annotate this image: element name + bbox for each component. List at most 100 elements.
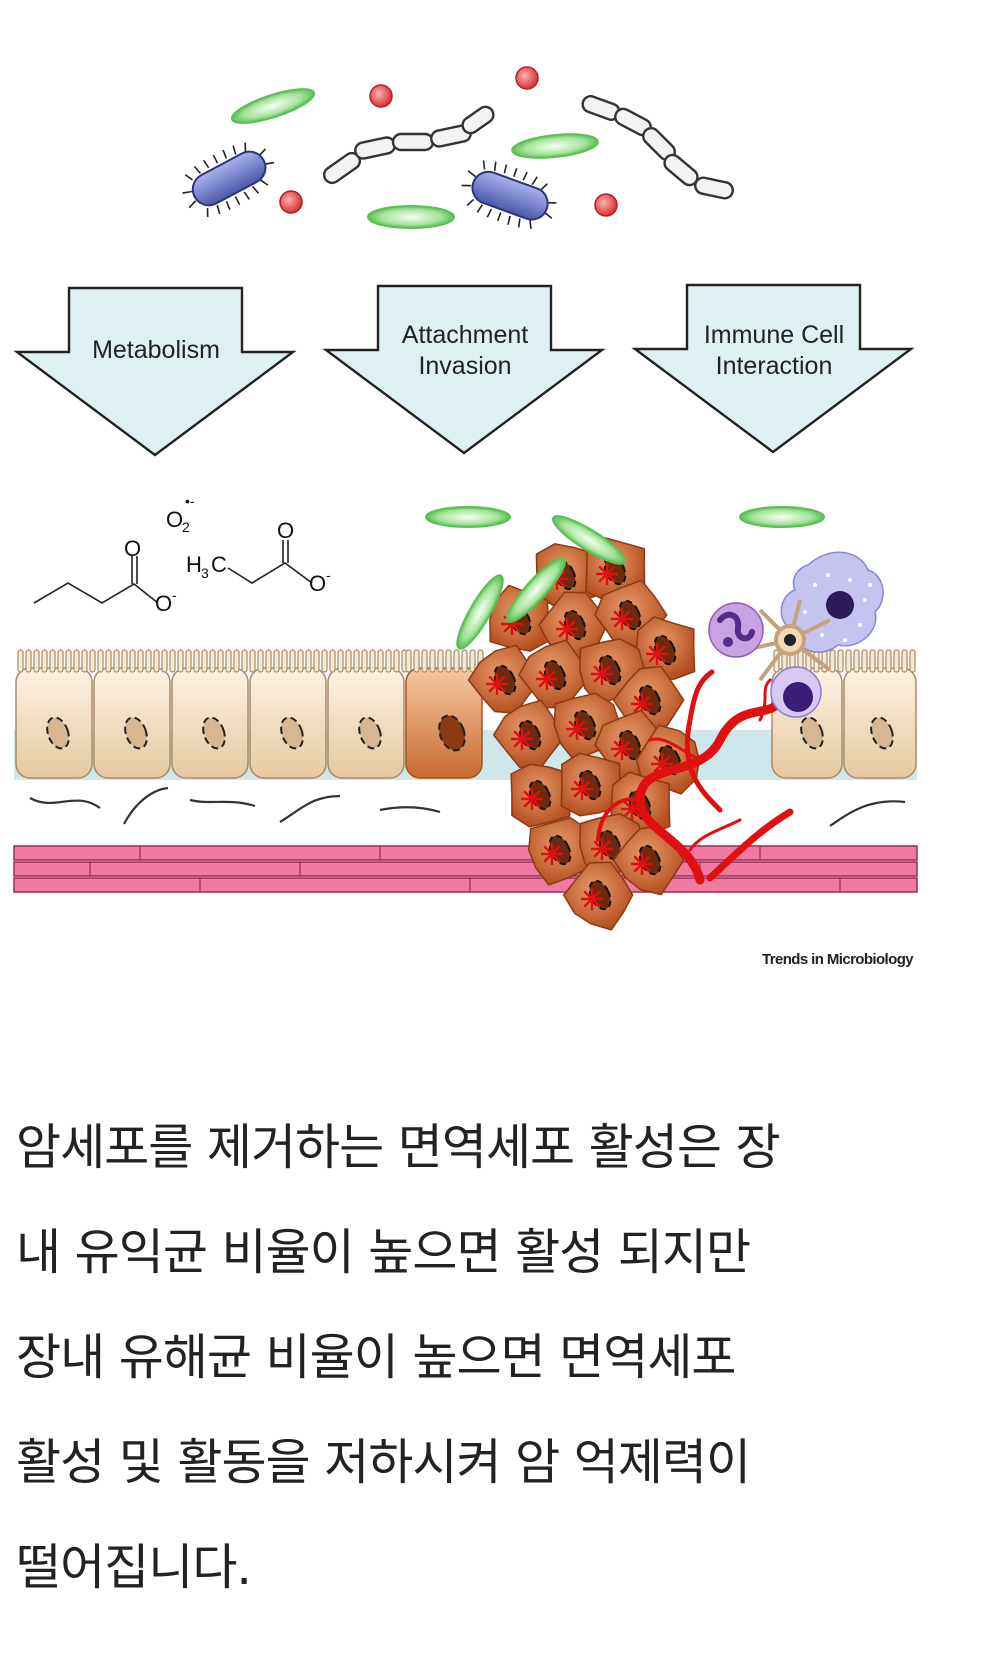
microvillus (153, 649, 160, 673)
caption-line: 떨어집니다. (16, 1539, 252, 1596)
microvillus (273, 649, 280, 673)
microvillus (65, 649, 72, 673)
neutrophil (708, 602, 764, 658)
microvillus (249, 649, 256, 673)
microvillus (361, 649, 368, 673)
epithelial-cell (171, 667, 249, 779)
microvillus (445, 649, 452, 673)
microvillus (33, 649, 40, 673)
microvillus (453, 649, 460, 673)
microvillus (161, 649, 168, 673)
microvillus (321, 649, 328, 673)
caption-line: 내 유익균 비율이 높으면 활성 되지만 (16, 1224, 751, 1281)
caption-line: 암세포를 제거하는 면역세포 활성은 장 (16, 1119, 781, 1176)
muscle-layer (13, 845, 918, 893)
microvillus (289, 649, 296, 673)
oxygen-label: O (124, 536, 141, 561)
mast-cell (780, 551, 884, 653)
arrow-attachment-invasion: Attachment Invasion (322, 284, 606, 455)
microvillus (281, 649, 288, 673)
microvillus (89, 649, 96, 673)
microvillus (169, 649, 176, 673)
immune-cells (708, 551, 884, 718)
hydrogen-label: H (186, 552, 202, 577)
microvilli (17, 649, 916, 673)
microvillus (193, 649, 200, 673)
microvillus (853, 649, 860, 673)
microvillus (413, 649, 420, 673)
microvillus (329, 649, 336, 673)
microvillus (257, 649, 264, 673)
charge-label: - (326, 567, 331, 583)
microvillus (81, 649, 88, 673)
subscript-label: 3 (201, 565, 209, 581)
microvillus (313, 649, 320, 673)
microvillus (877, 649, 884, 673)
microvillus (353, 649, 360, 673)
microvillus (177, 649, 184, 673)
microvillus (73, 649, 80, 673)
microvillus (97, 649, 104, 673)
figure-credit: Trends in Microbiology (762, 951, 914, 968)
superoxide-subscript: 2 (182, 519, 190, 535)
arrow-label: Metabolism (92, 336, 220, 364)
red-coccus (369, 84, 393, 108)
green-rod-bacterium (739, 506, 825, 528)
microvillus (845, 649, 852, 673)
green-rod-bacterium (511, 133, 599, 159)
blood-vessels (596, 669, 794, 885)
butyrate-skeleton (33, 556, 159, 604)
microvillus (201, 649, 208, 673)
microvillus (297, 649, 304, 673)
microvillus (217, 649, 224, 673)
lymphocyte (770, 666, 822, 718)
microvillus (129, 649, 136, 673)
tumor-cell (510, 763, 572, 828)
microvillus (861, 649, 868, 673)
green-rod-bacterium (367, 205, 455, 229)
transforming-epithelial-cell (405, 667, 483, 779)
microvillus (393, 649, 400, 673)
tumor-cell (562, 861, 634, 931)
microvillus (265, 649, 272, 673)
microvillus (345, 649, 352, 673)
tumor-cell (492, 699, 567, 769)
green-rod-bacterium (551, 515, 627, 565)
arrow-label: Interaction (716, 352, 833, 380)
epithelial-cell (843, 667, 917, 779)
microvillus (829, 649, 836, 673)
microvillus (385, 649, 392, 673)
microvillus (233, 649, 240, 673)
epithelial-cell (15, 667, 93, 779)
microvillus (885, 649, 892, 673)
arrow-label: Immune Cell (704, 321, 844, 349)
microvillus (113, 649, 120, 673)
carbon-label: C (211, 552, 227, 577)
charge-label: - (172, 587, 177, 603)
microvillus (337, 649, 344, 673)
microvillus (837, 649, 844, 673)
flagellated-bacterium (461, 160, 557, 229)
microvillus (209, 649, 216, 673)
metabolite-structures: O 2 •- O O - H 3 C O O - (33, 493, 331, 616)
microvillus (145, 649, 152, 673)
microvillus (421, 649, 428, 673)
bacteria-cluster (182, 66, 734, 229)
green-rod-bacterium (456, 574, 504, 650)
propionate-skeleton (227, 540, 313, 584)
epithelial-cell (93, 667, 171, 779)
arrow-immune-cell-interaction: Immune Cell Interaction (631, 283, 915, 454)
microvillus (305, 649, 312, 673)
microvillus (869, 649, 876, 673)
epithelial-cell (327, 667, 405, 779)
microvillus (893, 649, 900, 673)
superoxide-symbol: O (166, 507, 183, 532)
microvillus (469, 649, 476, 673)
arrow-metabolism: Metabolism (13, 286, 297, 457)
collagen-fibers (29, 786, 906, 827)
oxygen-label: O (309, 571, 326, 596)
microvillus (909, 649, 916, 673)
tumor-mass (467, 536, 700, 931)
oxygen-label: O (277, 518, 294, 543)
green-rod-bacterium (505, 557, 567, 623)
